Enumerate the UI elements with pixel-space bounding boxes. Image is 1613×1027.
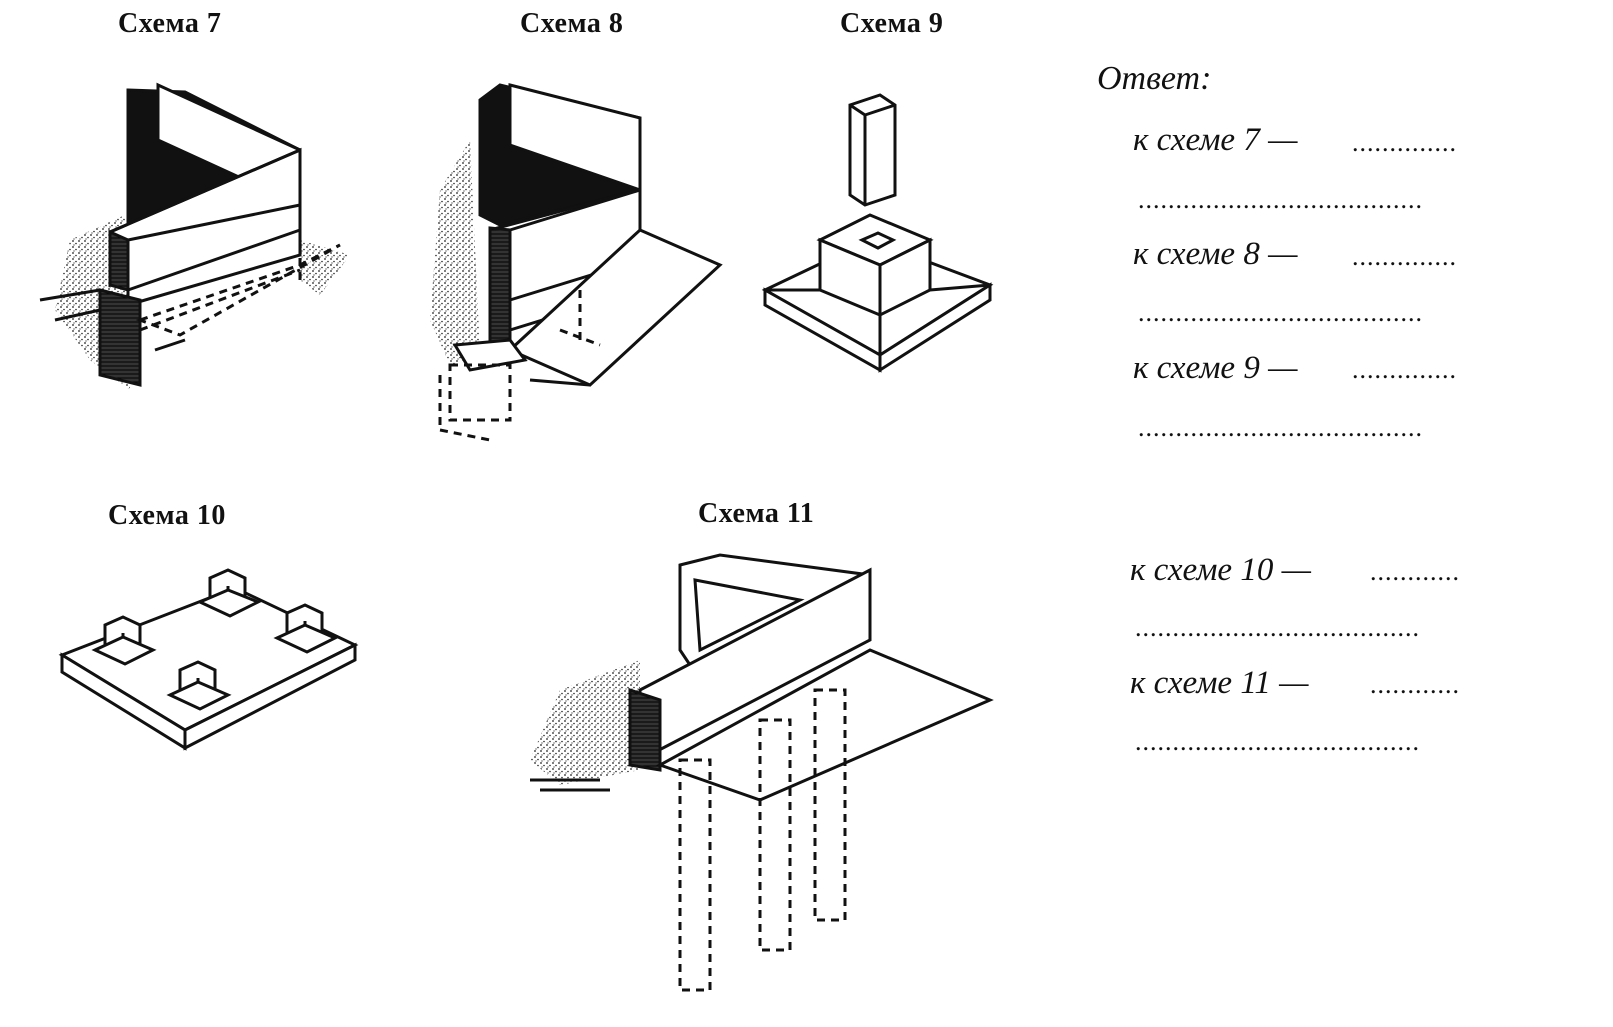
answer-blank-scheme-7-line2[interactable]: ...................................... [1138, 185, 1423, 214]
answer-blank-scheme-8-line2[interactable]: ...................................... [1138, 298, 1423, 327]
answer-blank-scheme-9-line2[interactable]: ...................................... [1138, 413, 1423, 442]
answer-blank-scheme-11[interactable]: ............ [1370, 670, 1460, 699]
answer-blank-scheme-7[interactable]: .............. [1352, 128, 1457, 157]
foundation-drawings [39, 82, 994, 992]
scheme-7-strip-foundation-drawing [39, 82, 350, 390]
scheme-8-prefab-foundation-drawing [430, 83, 723, 442]
answer-label-scheme-9: к схеме 9 — [1133, 350, 1298, 386]
answer-blank-scheme-11-line2[interactable]: ...................................... [1135, 727, 1420, 756]
scheme-11-pile-foundation-drawing [530, 553, 994, 992]
answer-blank-scheme-10[interactable]: ............ [1370, 557, 1460, 586]
scheme-8-title: Схема 8 [520, 8, 624, 39]
scheme-7-title: Схема 7 [118, 8, 222, 39]
answer-blank-scheme-10-line2[interactable]: ...................................... [1135, 613, 1420, 642]
answer-label-scheme-8: к схеме 8 — [1133, 236, 1298, 272]
answer-blank-scheme-8[interactable]: .............. [1352, 242, 1457, 271]
scheme-11-title: Схема 11 [698, 498, 815, 529]
answer-title: Ответ: [1097, 60, 1212, 97]
answer-label-scheme-7: к схеме 7 — [1133, 122, 1298, 158]
answer-blank-scheme-9[interactable]: .............. [1352, 355, 1457, 384]
scheme-10-slab-foundation-drawing [58, 568, 359, 751]
scheme-9-title: Схема 9 [840, 8, 944, 39]
scheme-9-column-foundation-drawing [761, 93, 994, 373]
scheme-10-title: Схема 10 [108, 500, 226, 531]
answer-label-scheme-10: к схеме 10 — [1130, 552, 1311, 588]
answer-label-scheme-11: к схеме 11 — [1130, 665, 1309, 701]
